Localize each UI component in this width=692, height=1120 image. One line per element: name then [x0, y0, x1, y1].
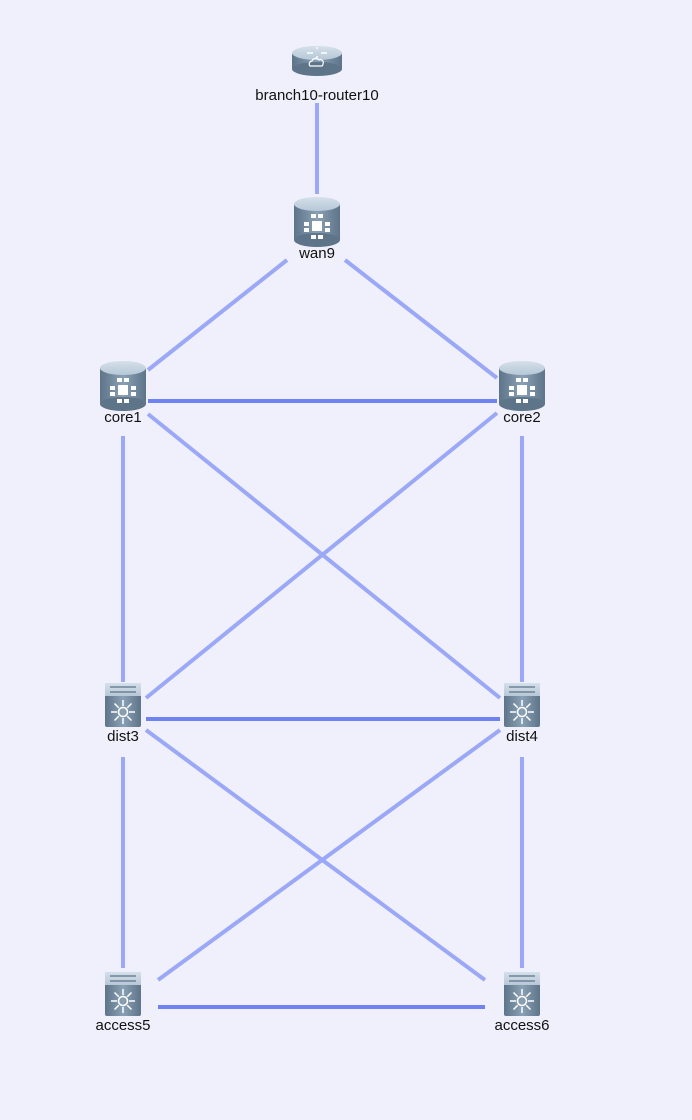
node-label: wan9: [298, 245, 335, 262]
link-core2-dist3[interactable]: [144, 411, 499, 700]
node-dist3[interactable]: dist3: [105, 683, 141, 745]
node-label: core2: [503, 409, 541, 426]
node-branch10-router10[interactable]: branch10-router10: [255, 46, 379, 104]
node-label: dist3: [107, 728, 139, 745]
node-label: access5: [95, 1017, 150, 1034]
nodes-layer: branch10-router10 wan9 core1 core2 dist3 dist…: [95, 46, 550, 1034]
router-icon: [292, 46, 342, 76]
links-layer: [121, 103, 524, 1009]
link-dist4-access5[interactable]: [156, 728, 502, 982]
link-wan9-core2[interactable]: [343, 258, 499, 380]
node-label: dist4: [506, 728, 538, 745]
multilayer-router-icon: [294, 197, 340, 247]
link-wan9-core1[interactable]: [146, 258, 289, 372]
layer3-switch-icon: [504, 683, 540, 727]
node-wan9[interactable]: wan9: [294, 197, 340, 262]
multilayer-router-icon: [100, 361, 146, 411]
link-dist3-access6[interactable]: [144, 728, 487, 982]
node-access6[interactable]: access6: [494, 972, 550, 1034]
node-dist4[interactable]: dist4: [504, 683, 540, 745]
node-label: core1: [104, 409, 142, 426]
multilayer-router-icon: [499, 361, 545, 411]
layer3-switch-icon: [105, 972, 141, 1016]
layer3-switch-icon: [504, 972, 540, 1016]
node-core2[interactable]: core2: [499, 361, 545, 426]
layer3-switch-icon: [105, 683, 141, 727]
node-label: branch10-router10: [255, 87, 378, 104]
node-access5[interactable]: access5: [95, 972, 151, 1034]
node-core1[interactable]: core1: [100, 361, 146, 426]
node-label: access6: [494, 1017, 549, 1034]
